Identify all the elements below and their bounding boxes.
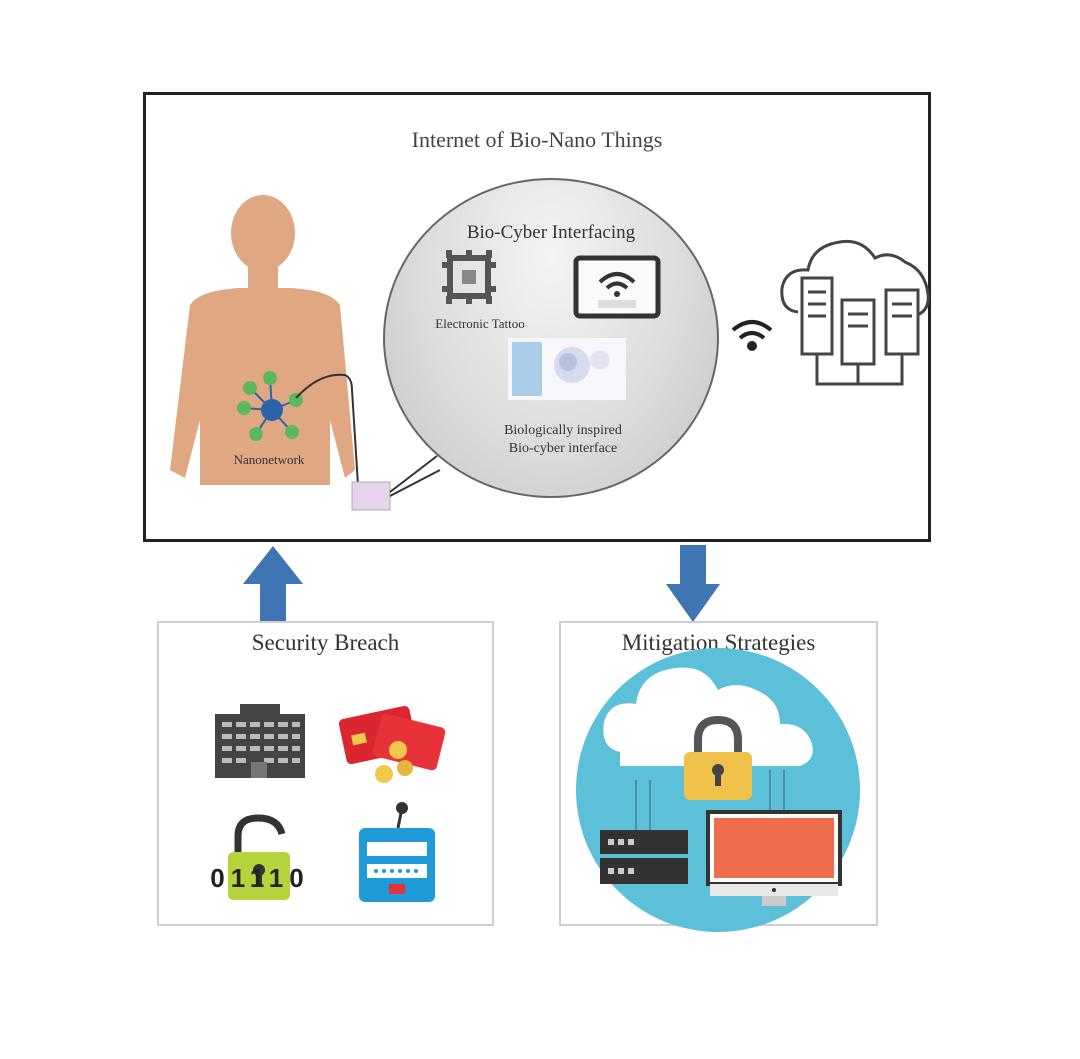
monitor-icon	[706, 810, 842, 906]
server-icon	[600, 830, 688, 884]
chip-icon	[442, 250, 496, 304]
bio-cyber-title: Bio-Cyber Interfacing	[466, 222, 636, 243]
nanonetwork-label: Nanonetwork	[233, 452, 305, 467]
credit-card-icon	[338, 705, 446, 783]
arrow-up	[243, 546, 303, 622]
diagram-title: Internet of Bio-Nano Things	[411, 127, 663, 152]
arrow-down	[666, 545, 720, 622]
binary-text: 01110	[210, 863, 309, 893]
wifi-icon	[731, 320, 773, 351]
login-icon	[359, 802, 435, 902]
nanonetwork-icon	[237, 371, 359, 486]
pointer-icon	[389, 455, 441, 497]
electronic-tattoo-label: Electronic Tattoo	[435, 316, 525, 331]
cloud-server-icon	[780, 239, 930, 386]
building-icon	[215, 704, 305, 778]
bio-interface-label: Biologically inspired Bio-cyber interfac…	[504, 423, 622, 456]
sensor-patch-icon	[351, 481, 391, 511]
rfid-reader-icon	[573, 255, 661, 319]
human-body-icon	[170, 195, 355, 485]
broken-lock-icon	[228, 814, 290, 900]
security-breach-title: Security Breach	[251, 630, 400, 655]
bio-interface-image-icon	[508, 338, 626, 400]
security-breach-box	[157, 621, 494, 926]
